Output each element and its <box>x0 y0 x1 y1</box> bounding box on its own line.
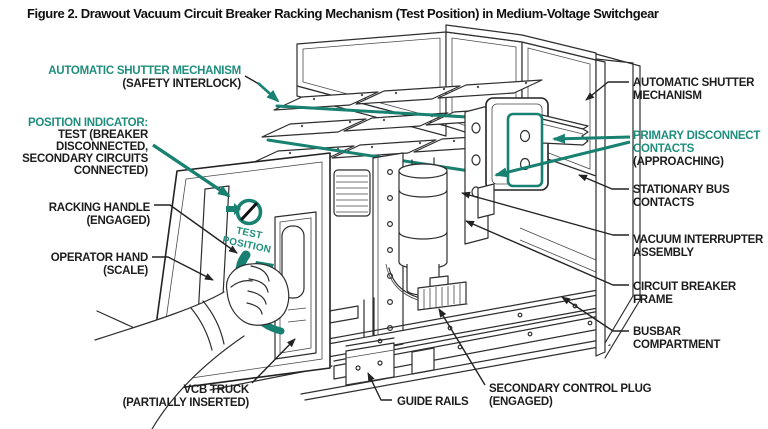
label-operator-2: (SCALE) <box>103 265 148 277</box>
label-vcb-truck-2: (PARTIALLY INSERTED) <box>123 397 250 409</box>
callout-labels: AUTOMATIC SHUTTER MECHANISM (SAFETY INTE… <box>22 65 764 409</box>
racking-screw-bellows <box>333 169 371 217</box>
label-shutter-left-1: AUTOMATIC SHUTTER MECHANISM <box>48 65 241 77</box>
label-operator-1: OPERATOR HAND <box>51 252 148 264</box>
indicator-arrow-icon <box>226 203 241 215</box>
sleeve-cuff <box>190 300 225 351</box>
guide-rail-front-block <box>345 337 395 386</box>
label-primary-1: PRIMARY DISCONNECT <box>633 130 760 142</box>
floor-front-edge <box>300 338 611 401</box>
vcb-truck-front: TEST POSITION <box>94 152 333 429</box>
operator-hand-arm <box>94 263 290 429</box>
label-racking-1: RACKING HANDLE <box>49 202 151 214</box>
label-racking-2: (ENGAGED) <box>86 215 150 227</box>
label-secondary-plug-2: (ENGAGED) <box>489 396 553 408</box>
compartment-wall-section <box>477 183 495 219</box>
secondary-control-plug <box>417 275 467 311</box>
fingers <box>230 265 270 315</box>
label-frame-1: CIRCUIT BREAKER <box>633 281 737 293</box>
label-primary-3: (APPROACHING) <box>633 156 724 168</box>
label-busbar-1: BUSBAR <box>633 326 682 338</box>
label-stationary-2: CONTACTS <box>633 197 695 209</box>
compartment-shelf <box>519 227 597 273</box>
label-stationary-1: STATIONARY BUS <box>633 184 730 196</box>
label-vacuum-1: VACUUM INTERRUPTER <box>633 234 764 246</box>
label-secondary-plug-1: SECONDARY CONTROL PLUG <box>489 383 652 395</box>
figure-title: Figure 2. Drawout Vacuum Circuit Breaker… <box>27 6 659 21</box>
label-frame-2: FRAME <box>633 294 673 306</box>
label-position-4: SECONDARY CIRCUITS <box>22 153 148 165</box>
label-vcb-truck-1: VCB TRUCK <box>184 384 250 396</box>
breaker-frame-plate <box>372 152 404 351</box>
label-shutter-right-2: MECHANISM <box>633 90 702 102</box>
label-shutter-left-2: (SAFETY INTERLOCK) <box>122 78 241 90</box>
callout-leaders <box>152 75 631 401</box>
dial-needle <box>240 202 258 221</box>
label-position-2: TEST (BREAKER <box>58 129 149 141</box>
label-guide-rails: GUIDE RAILS <box>397 396 469 408</box>
label-primary-2: CONTACTS <box>633 143 695 155</box>
label-shutter-right-1: AUTOMATIC SHUTTER <box>633 77 755 89</box>
primary-disconnect-contact <box>506 112 544 188</box>
right-side-wall <box>595 53 641 359</box>
label-position-3: DISCONNECTED, <box>56 141 148 153</box>
dial-label-test: TEST <box>235 226 263 242</box>
label-position-1: POSITION INDICATOR: <box>28 117 148 129</box>
label-position-5: CONNECTED) <box>74 165 149 177</box>
label-busbar-2: COMPARTMENT <box>633 339 720 351</box>
stationary-contact-plate <box>464 105 489 245</box>
label-vacuum-2: ASSEMBLY <box>633 247 694 259</box>
